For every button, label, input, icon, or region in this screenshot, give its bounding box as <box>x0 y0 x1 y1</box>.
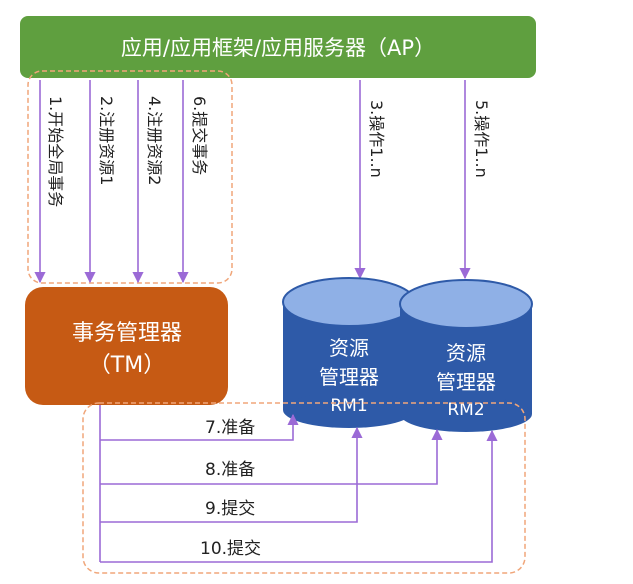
ap-box <box>20 16 536 78</box>
rm2-cylinder <box>399 279 533 432</box>
rm1-cylinder <box>282 277 416 428</box>
rm1-label-2: 管理器 <box>319 365 379 389</box>
rm2-label-3: RM2 <box>447 400 484 420</box>
arrow-step-8 <box>100 428 443 485</box>
step-4-label: 4.注册资源2 <box>145 96 164 185</box>
tm-title: 事务管理器 <box>72 321 182 346</box>
rm2-label-1: 资源 <box>446 341 486 365</box>
tm-box <box>25 287 228 405</box>
tm-subtitle: （TM） <box>89 353 165 378</box>
step-1-label: 1.开始全局事务 <box>46 96 65 207</box>
step-2-label: 2.注册资源1 <box>97 96 116 185</box>
rm2-label-2: 管理器 <box>436 370 496 394</box>
ap-label: 应用/应用框架/应用服务器（AP） <box>121 36 435 60</box>
step-9-label: 9.提交 <box>205 499 255 519</box>
top-steps-group <box>27 70 233 284</box>
op-5-label: 5.操作1..n <box>472 100 491 178</box>
bottom-steps-group <box>82 402 526 574</box>
arrow-step-10 <box>100 429 498 563</box>
arrow-step-7 <box>100 413 299 441</box>
step-7-label: 7.准备 <box>205 418 255 438</box>
rm1-label-1: 资源 <box>329 336 369 360</box>
rm1-label-3: RM1 <box>330 396 367 416</box>
step-10-label: 10.提交 <box>200 539 261 559</box>
step-8-label: 8.准备 <box>205 460 255 480</box>
step-6-label: 6.提交事务 <box>190 96 209 175</box>
op-3-label: 3.操作1..n <box>367 100 386 178</box>
arrow-step-9 <box>100 426 363 523</box>
